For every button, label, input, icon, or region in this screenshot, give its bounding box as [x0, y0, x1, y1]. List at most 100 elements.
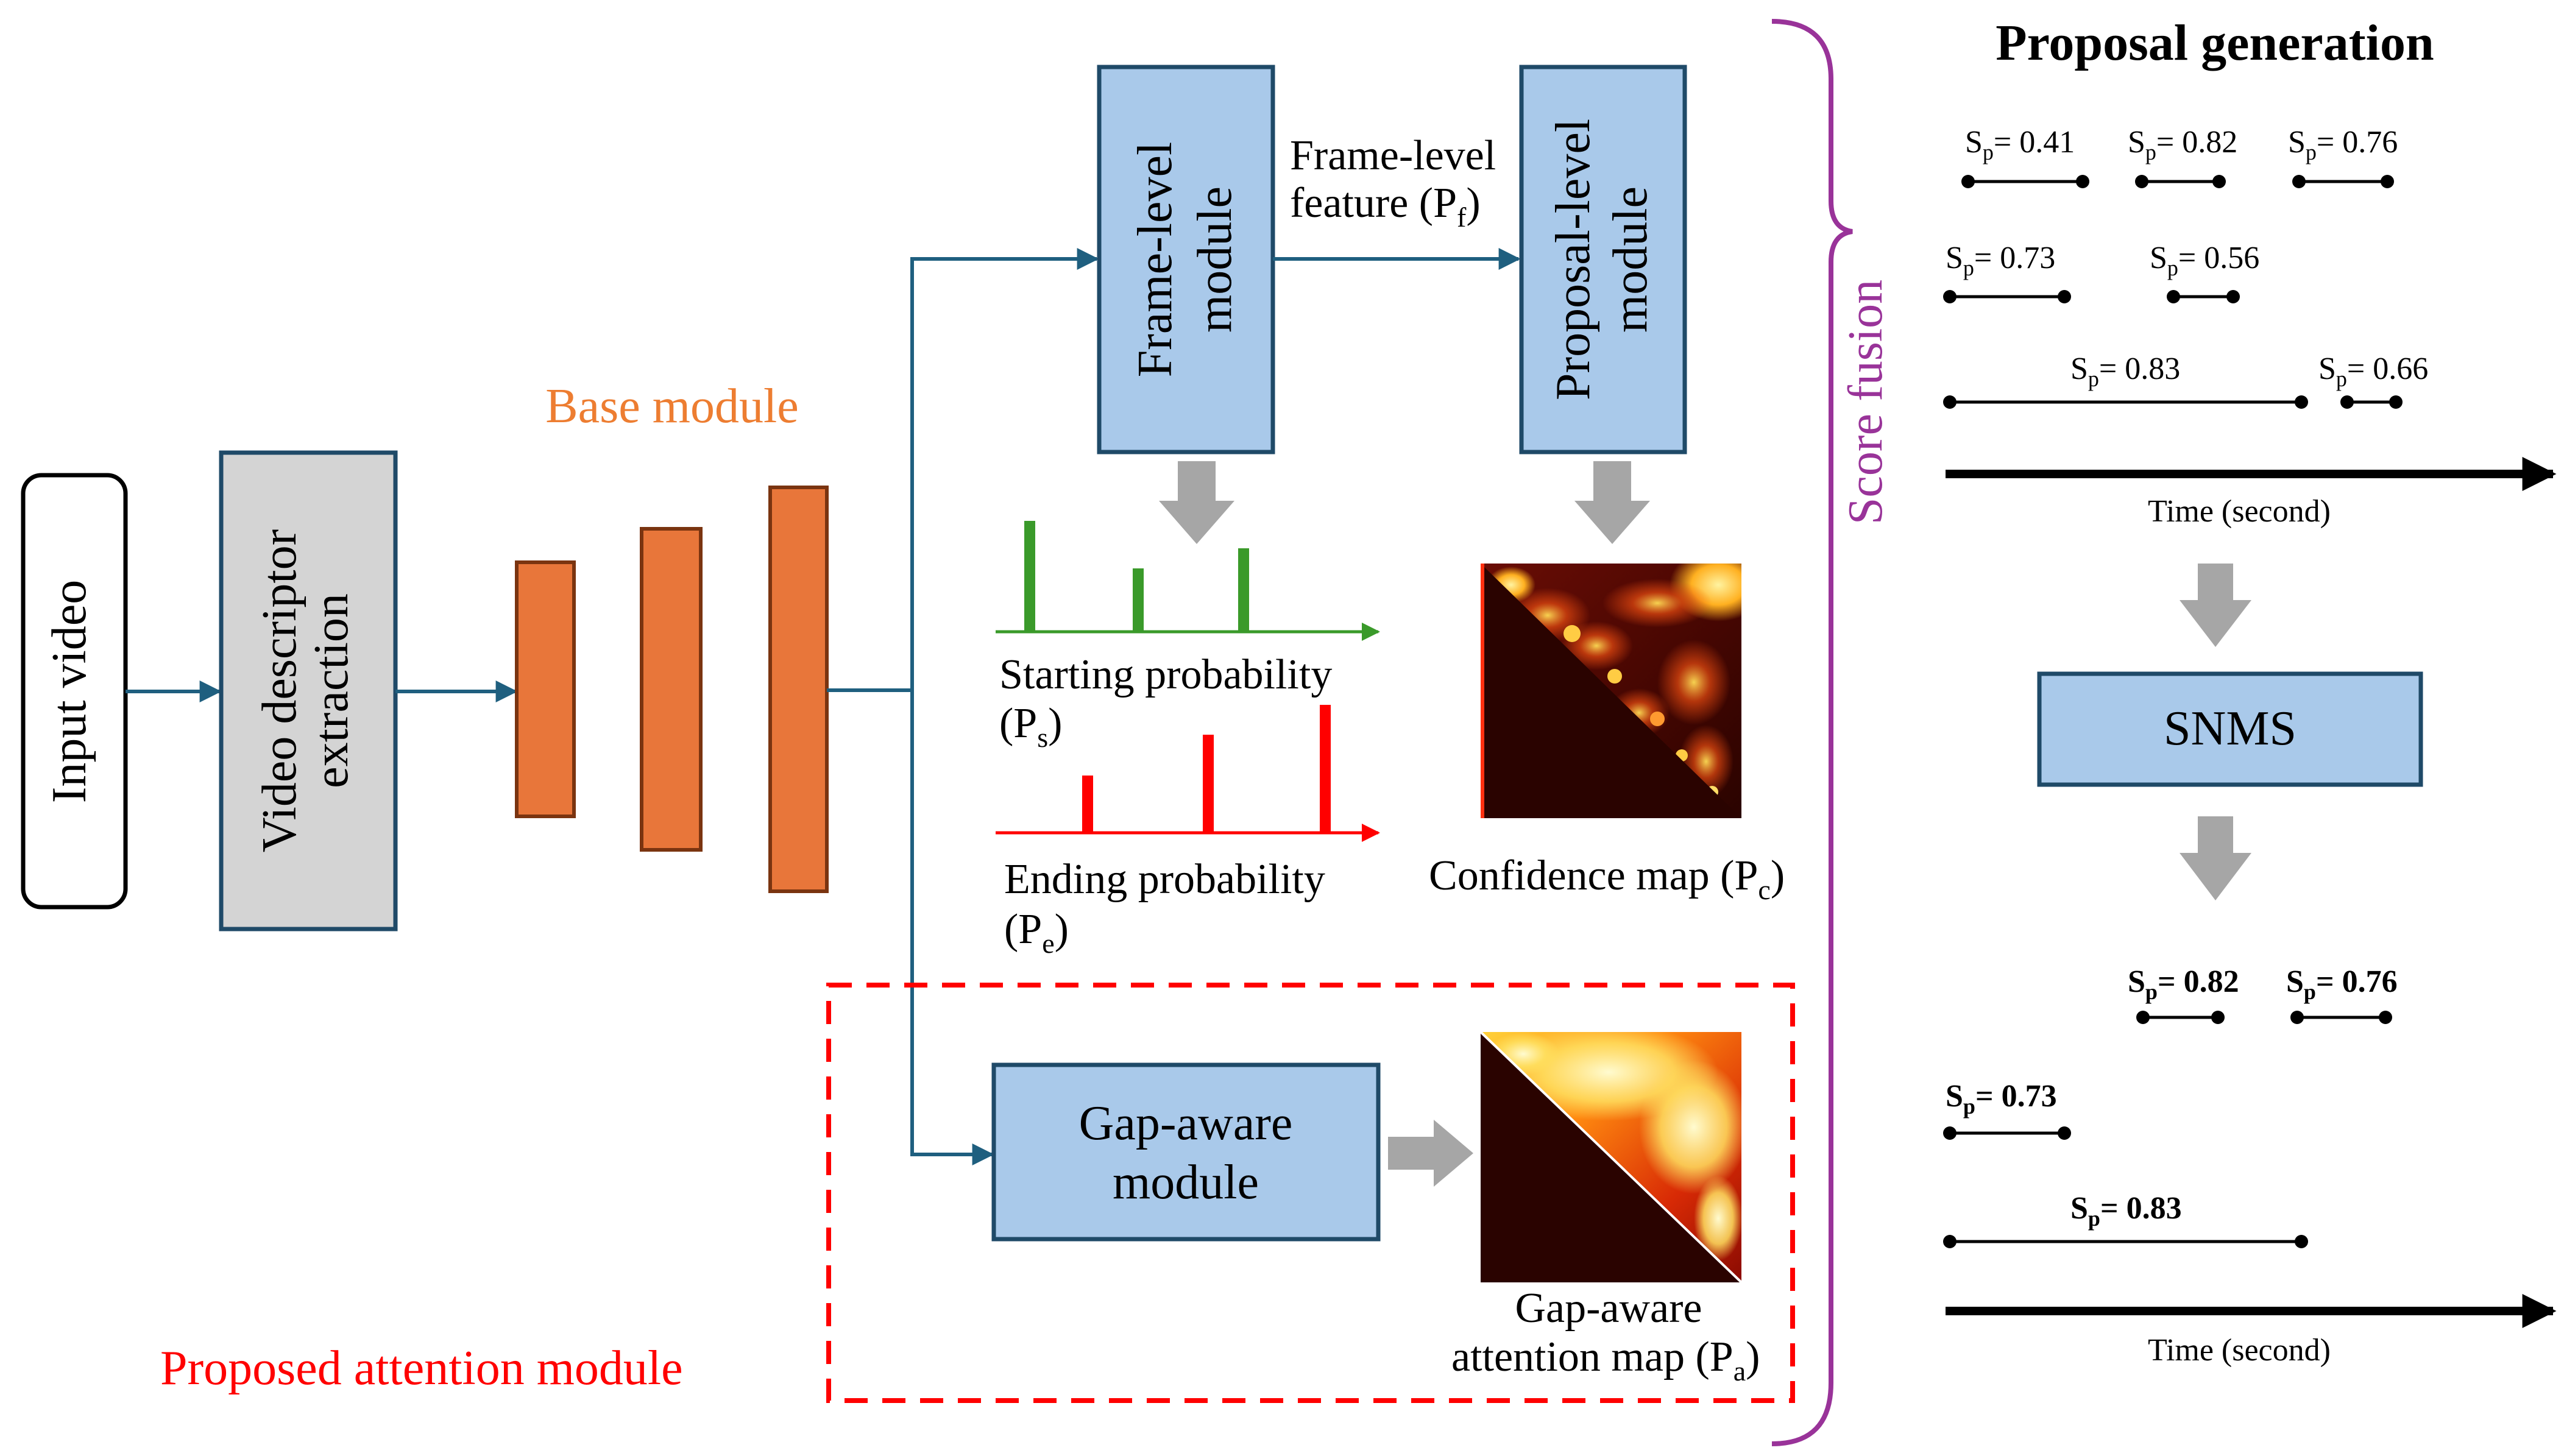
proposal-endpoint — [2295, 395, 2308, 409]
base-layer-2 — [640, 527, 703, 852]
ending-probability-plot: Ending probability (Pe) — [996, 705, 1380, 959]
proposal-endpoint — [2212, 175, 2226, 188]
proposal-endpoint — [1943, 1126, 1957, 1140]
base-layer-3 — [768, 486, 829, 893]
gray-arrow-proposal-down — [1574, 461, 1650, 544]
proposal-after-4: Sp= 0.83 — [1943, 1191, 2308, 1248]
gap-aware-line2: module — [1113, 1156, 1259, 1209]
proposal-level-line2: module — [1604, 186, 1657, 333]
video-descriptor-line2: extraction — [305, 593, 358, 788]
base-output-connectors — [827, 248, 1099, 1165]
gap-aware-map-image — [1479, 1031, 1743, 1284]
proposal-score-label: Sp= 0.82 — [2128, 125, 2237, 164]
proposal-before-7: Sp= 0.66 — [2318, 352, 2428, 409]
frame-level-module-box: Frame-level module — [1097, 65, 1275, 454]
proposal-before-1: Sp= 0.41 — [1961, 125, 2089, 188]
proposal-before-2: Sp= 0.82 — [2128, 125, 2237, 188]
base-module-label: Base module — [545, 380, 798, 433]
gap-aware-map-label: Gap-aware attention map (Pa) — [1451, 1285, 1760, 1387]
ending-prob-line2: (Pe) — [1004, 906, 1069, 959]
proposal-endpoint — [2136, 1011, 2150, 1024]
proposal-after-2: Sp= 0.76 — [2286, 964, 2398, 1024]
start-spike-3 — [1238, 548, 1249, 632]
proposal-before-5: Sp= 0.56 — [2150, 241, 2259, 303]
gap-aware-module-box: Gap-aware module — [991, 1062, 1381, 1242]
proposal-endpoint — [1943, 1235, 1957, 1248]
confidence-map-label: Confidence map (Pc) — [1429, 852, 1785, 905]
proposal-endpoint — [2389, 395, 2403, 409]
frame-feature-line2: feature (Pf) — [1290, 180, 1481, 233]
proposal-level-line1: Proposal-level — [1546, 119, 1600, 400]
proposal-endpoint — [2379, 1011, 2392, 1024]
end-spike-1 — [1082, 776, 1093, 833]
proposal-score-label: Sp= 0.83 — [2070, 352, 2180, 391]
frame-feature-label: Frame-level feature (Pf) — [1290, 132, 1496, 233]
input-video-box: Input video — [21, 473, 128, 910]
proposal-score-label: Sp= 0.41 — [1965, 125, 2075, 164]
snms-label: SNMS — [2164, 702, 2297, 755]
snms-box: SNMS — [2037, 671, 2423, 787]
gray-arrow-frame-down — [1159, 461, 1234, 544]
time-axis-label-after: Time (second) — [2148, 1333, 2331, 1368]
proposal-generation-title: Proposal generation — [1996, 15, 2434, 71]
proposal-score-label: Sp= 0.56 — [2150, 241, 2259, 280]
gray-arrow-to-snms — [2180, 564, 2251, 647]
proposal-score-label: Sp= 0.82 — [2128, 964, 2239, 1004]
proposal-endpoint — [2292, 175, 2306, 188]
time-axis-label-before: Time (second) — [2148, 494, 2331, 529]
proposal-endpoint — [2295, 1235, 2308, 1248]
proposal-score-label: Sp= 0.73 — [1946, 241, 2055, 280]
proposal-endpoint — [2076, 175, 2089, 188]
proposal-score-label: Sp= 0.66 — [2318, 352, 2428, 391]
proposal-endpoint — [2135, 175, 2148, 188]
attention-module-label: Proposed attention module — [160, 1341, 683, 1395]
proposal-after-3: Sp= 0.73 — [1943, 1079, 2071, 1140]
score-fusion-brace — [1771, 19, 1853, 1446]
proposal-before-4: Sp= 0.73 — [1943, 241, 2071, 303]
gray-arrow-from-snms — [2180, 816, 2251, 900]
proposal-endpoint — [2226, 290, 2240, 303]
starting-probability-plot: Starting probability (Ps) — [996, 521, 1380, 753]
attention-module-region — [826, 983, 1795, 1403]
gap-map-line1: Gap-aware — [1515, 1285, 1702, 1332]
end-spike-3 — [1320, 705, 1331, 833]
proposal-score-label: Sp= 0.73 — [1946, 1079, 2057, 1119]
proposal-endpoint — [1943, 395, 1957, 409]
base-layer-1 — [515, 560, 576, 818]
starting-prob-line1: Starting probability — [999, 651, 1332, 698]
proposal-after-1: Sp= 0.82 — [2128, 964, 2239, 1024]
proposal-endpoint — [2381, 175, 2394, 188]
end-spike-2 — [1203, 735, 1214, 833]
frame-level-line1: Frame-level — [1128, 142, 1182, 377]
frame-feature-line1: Frame-level — [1290, 132, 1496, 179]
starting-prob-line2: (Ps) — [999, 700, 1062, 753]
video-descriptor-box: Video descriptor extraction — [219, 450, 398, 931]
gap-aware-line1: Gap-aware — [1079, 1097, 1293, 1150]
proposal-level-module-box: Proposal-level module — [1519, 65, 1687, 454]
proposal-score-label: Sp= 0.76 — [2288, 125, 2398, 164]
proposal-endpoint — [1961, 175, 1975, 188]
start-spike-2 — [1133, 568, 1144, 632]
proposal-endpoint — [2340, 395, 2354, 409]
proposal-endpoint — [2058, 290, 2071, 303]
gray-arrow-gap-right — [1388, 1120, 1473, 1187]
confidence-map-image — [1481, 564, 1741, 818]
proposal-endpoint — [2058, 1126, 2071, 1140]
video-descriptor-line1: Video descriptor — [253, 529, 306, 853]
frame-level-line2: module — [1188, 186, 1242, 333]
proposal-endpoint — [2290, 1011, 2304, 1024]
ending-prob-line1: Ending probability — [1004, 856, 1325, 903]
start-spike-1 — [1024, 521, 1035, 632]
proposal-before-3: Sp= 0.76 — [2288, 125, 2398, 188]
proposal-endpoint — [2167, 290, 2180, 303]
proposal-score-label: Sp= 0.76 — [2286, 964, 2398, 1004]
input-video-label: Input video — [43, 580, 96, 804]
proposal-before-6: Sp= 0.83 — [1943, 352, 2308, 409]
gap-map-line2: attention map (Pa) — [1451, 1334, 1760, 1387]
score-fusion-label: Score fusion — [1839, 280, 1893, 525]
base-module-layers — [515, 486, 829, 893]
